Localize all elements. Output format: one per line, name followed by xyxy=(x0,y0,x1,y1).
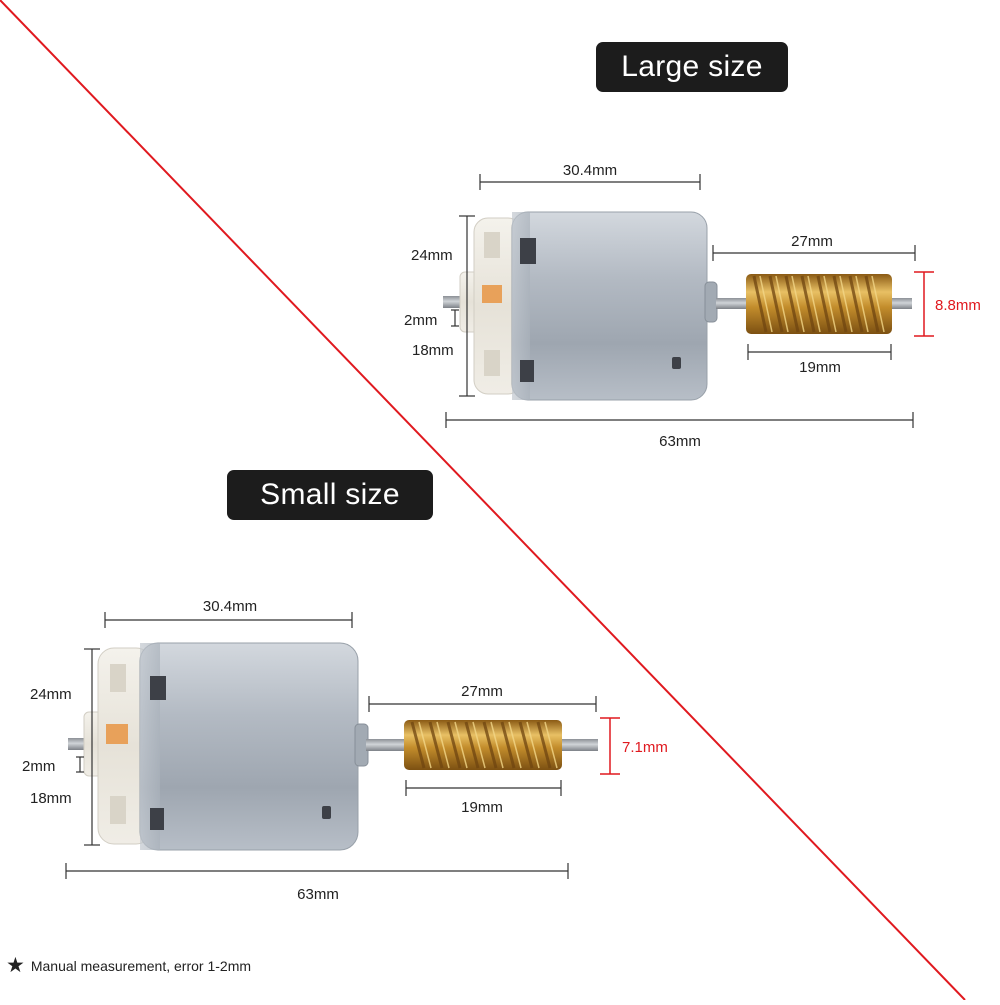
small-motor: 30.4mm 24mm 2mm 18mm 27mm 7.1mm 19mm 63m… xyxy=(22,598,668,903)
large-total-length-label: 63mm xyxy=(659,433,701,450)
footnote-text: Manual measurement, error 1-2mm xyxy=(30,957,252,974)
diagonal-divider xyxy=(0,0,966,1001)
small-width-label: 18mm xyxy=(30,790,72,807)
large-motor: 30.4mm 24mm 2mm 18mm 27mm 8.8mm 19mm 63m… xyxy=(404,162,981,450)
large-motor-can xyxy=(511,211,708,401)
small-worm-diameter-label: 7.1mm xyxy=(622,739,668,756)
small-body-length-label: 30.4mm xyxy=(203,598,257,615)
small-height-label: 24mm xyxy=(30,686,72,703)
star-icon: ★ xyxy=(6,954,25,977)
large-worm-length-label: 19mm xyxy=(799,359,841,376)
large-bearing xyxy=(704,281,718,323)
large-width-label: 18mm xyxy=(412,342,454,359)
large-body-length-label: 30.4mm xyxy=(563,162,617,179)
large-shaft-length-label: 27mm xyxy=(791,233,833,250)
small-total-length-label: 63mm xyxy=(297,886,339,903)
large-height-label: 24mm xyxy=(411,247,453,264)
small-shaft-diameter-label: 2mm xyxy=(22,758,55,775)
footnote: ★ Manual measurement, error 1-2mm xyxy=(6,955,251,976)
large-size-badge: Large size xyxy=(596,42,788,92)
large-shaft-diameter-label: 2mm xyxy=(404,312,437,329)
small-shaft-length-label: 27mm xyxy=(461,683,503,700)
small-size-badge: Small size xyxy=(227,470,433,520)
small-worm-length-label: 19mm xyxy=(461,799,503,816)
large-worm-gear xyxy=(746,274,892,334)
large-worm-diameter-label: 8.8mm xyxy=(935,297,981,314)
